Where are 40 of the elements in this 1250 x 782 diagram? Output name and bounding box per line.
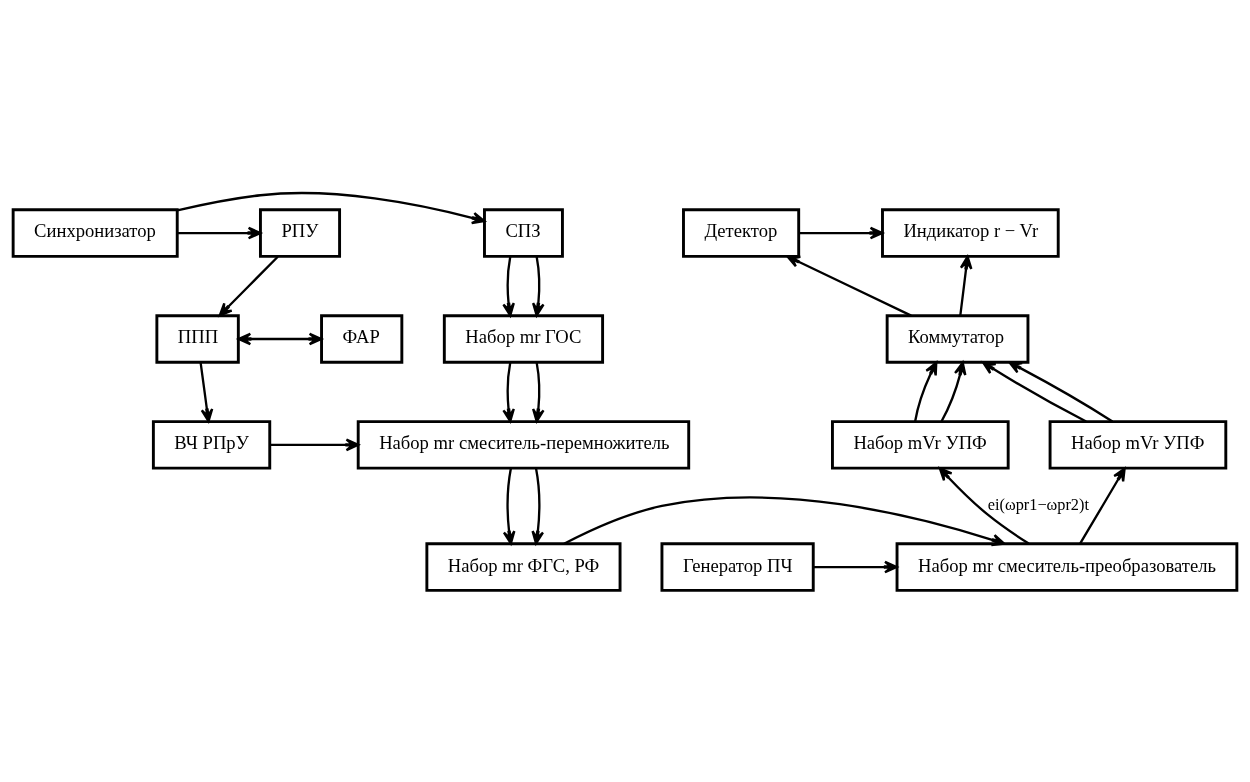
arrow [1008, 360, 1114, 422]
arrow [563, 495, 1006, 546]
arrow [959, 255, 973, 316]
arrow [237, 332, 323, 345]
node-box: Набор mr ГОС [442, 313, 605, 364]
arrow [177, 191, 486, 224]
arrow [813, 560, 898, 573]
node-box: Синхронизатор [11, 207, 179, 258]
node-box: Детектор [682, 207, 801, 258]
node-box: СПЗ [483, 207, 564, 258]
node-box: Набор mVr УПФ [831, 419, 1010, 470]
edge-label: ei(ωpr1−ωpr2)t [987, 494, 1089, 514]
arrow [938, 466, 1030, 545]
arrow [981, 360, 1087, 423]
arrow [1079, 466, 1126, 544]
arrow [940, 360, 967, 422]
node-box: Набор mr ФГС, РФ [425, 541, 622, 592]
arrow [531, 256, 545, 317]
node-box: ВЧ РПрУ [151, 419, 272, 470]
arrow [531, 361, 545, 422]
node-box: Индикатор r − Vr [881, 207, 1060, 258]
arrow [218, 255, 279, 317]
arrow [502, 361, 515, 422]
arrow [798, 226, 884, 239]
arrow [199, 361, 214, 422]
arrow [914, 360, 938, 421]
node-box: РПУ [259, 207, 342, 258]
node-box: ФАР [320, 313, 404, 364]
arrow [502, 467, 516, 545]
arrow [786, 254, 912, 317]
arrow [270, 437, 360, 451]
node-box: Набор mr смеситель-перемножитель [356, 419, 691, 470]
node-box: ППП [155, 313, 240, 364]
arrow [502, 256, 515, 317]
node-box: Генератор ПЧ [660, 541, 815, 592]
arrow [531, 467, 545, 545]
node-box: Набор mr смеситель-преобразователь [895, 541, 1239, 592]
node-box: Коммутатор [885, 313, 1030, 364]
arrow [177, 226, 262, 239]
node-box: Набор mVr УПФ [1048, 419, 1228, 470]
